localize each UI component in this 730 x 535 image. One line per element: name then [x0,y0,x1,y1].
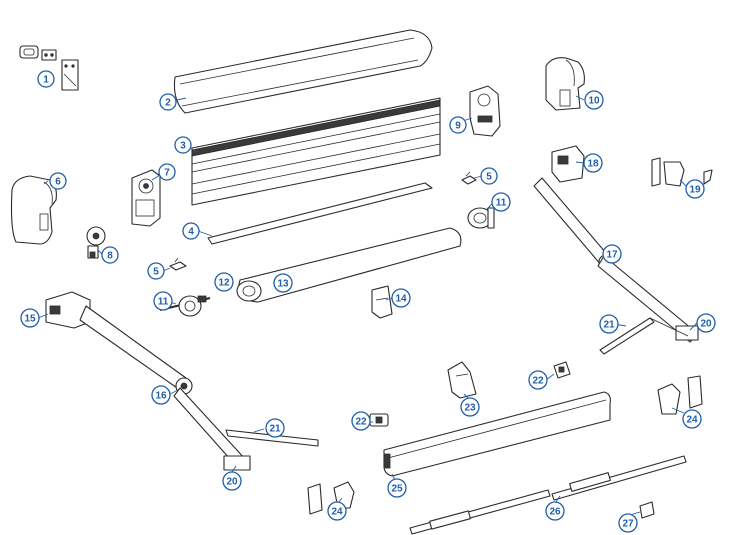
callout-21-left: 21 [265,418,285,438]
callout-6: 6 [49,172,67,190]
svg-text:5: 5 [486,172,492,183]
part-11-roller-plug-right [467,207,495,229]
svg-text:1: 1 [43,75,49,86]
callout-5-right: 5 [480,167,498,185]
svg-text:20: 20 [700,319,712,330]
part-4-strip [207,182,433,245]
svg-text:24: 24 [331,507,343,518]
part-25-lead-bar [383,391,611,477]
svg-text:5: 5 [153,267,159,278]
part-17-18-right-arm [533,145,699,355]
svg-text:24: 24 [686,415,698,426]
svg-text:22: 22 [532,376,544,387]
callout-16: 16 [151,385,171,405]
svg-text:4: 4 [188,227,194,238]
callout-24-left: 24 [327,501,347,521]
callout-21-right: 21 [599,314,619,334]
svg-text:11: 11 [158,297,169,308]
svg-text:8: 8 [107,251,113,262]
svg-text:14: 14 [395,294,407,305]
part-7-gear-end [131,169,161,227]
part-5-clip-left [169,257,187,271]
svg-text:21: 21 [603,320,615,331]
callout-22-right: 22 [528,370,548,390]
callout-25: 25 [387,478,407,498]
callout-26: 26 [545,501,565,521]
part-8-gear-pin [86,226,106,259]
svg-text:6: 6 [55,177,61,188]
svg-text:12: 12 [218,278,230,289]
part-24-end-right [657,375,703,415]
callout-19: 19 [685,179,705,199]
part-23-bracket [447,361,477,399]
callout-24-right: 24 [682,409,702,429]
svg-text:22: 22 [355,417,367,428]
part-2-cassette-cover [173,29,433,114]
callout-17: 17 [602,244,622,264]
svg-text:13: 13 [277,279,289,290]
part-3-profile-rail [191,97,441,206]
svg-text:23: 23 [464,403,476,414]
callout-3: 3 [174,136,192,154]
svg-text:7: 7 [164,168,170,179]
callout-20-right: 20 [696,313,716,333]
callout-27: 27 [618,513,638,533]
callout-9: 9 [449,116,467,134]
svg-text:17: 17 [606,250,618,261]
svg-text:21: 21 [269,424,281,435]
part-22-clamps [369,361,571,427]
callout-11-right: 11 [491,192,511,212]
callout-12: 12 [214,272,234,292]
part-9-bracket [469,85,501,137]
svg-text:15: 15 [24,314,36,325]
callout-13: 13 [273,273,293,293]
svg-text:2: 2 [165,98,171,109]
callout-7: 7 [158,163,176,181]
part-12-13-roller-tube [236,227,462,303]
part-19-plates [651,157,713,187]
svg-text:10: 10 [588,96,600,107]
part-27-block [639,501,655,519]
callout-2: 2 [159,93,177,111]
svg-text:16: 16 [155,391,167,402]
part-26-telescopic-rods [409,455,687,535]
svg-text:11: 11 [496,198,507,209]
callout-20-left: 20 [222,471,242,491]
callout-4: 4 [182,222,200,240]
callout-5-left: 5 [147,262,165,280]
svg-text:27: 27 [622,519,634,530]
part-10-end-cap-right [545,57,585,111]
callout-8: 8 [101,246,119,264]
callout-22-left: 22 [351,411,371,431]
part-15-16-left-arm [45,291,319,471]
callout-11-left: 11 [153,291,173,311]
callout-10: 10 [584,90,604,110]
svg-text:3: 3 [180,141,186,152]
callout-14: 14 [391,288,411,308]
callout-1: 1 [37,70,55,88]
part-5-clip-right [461,171,477,185]
callout-15: 15 [20,308,40,328]
callout-18: 18 [583,153,603,173]
part-1-clips [19,45,79,91]
svg-text:20: 20 [226,477,238,488]
svg-text:25: 25 [391,484,403,495]
svg-text:26: 26 [549,507,561,518]
svg-text:19: 19 [689,185,701,196]
part-14-bracket [371,285,393,319]
svg-text:9: 9 [455,121,461,132]
part-6-end-cap-left [10,175,57,245]
svg-text:18: 18 [587,159,599,170]
callout-23: 23 [460,397,480,417]
